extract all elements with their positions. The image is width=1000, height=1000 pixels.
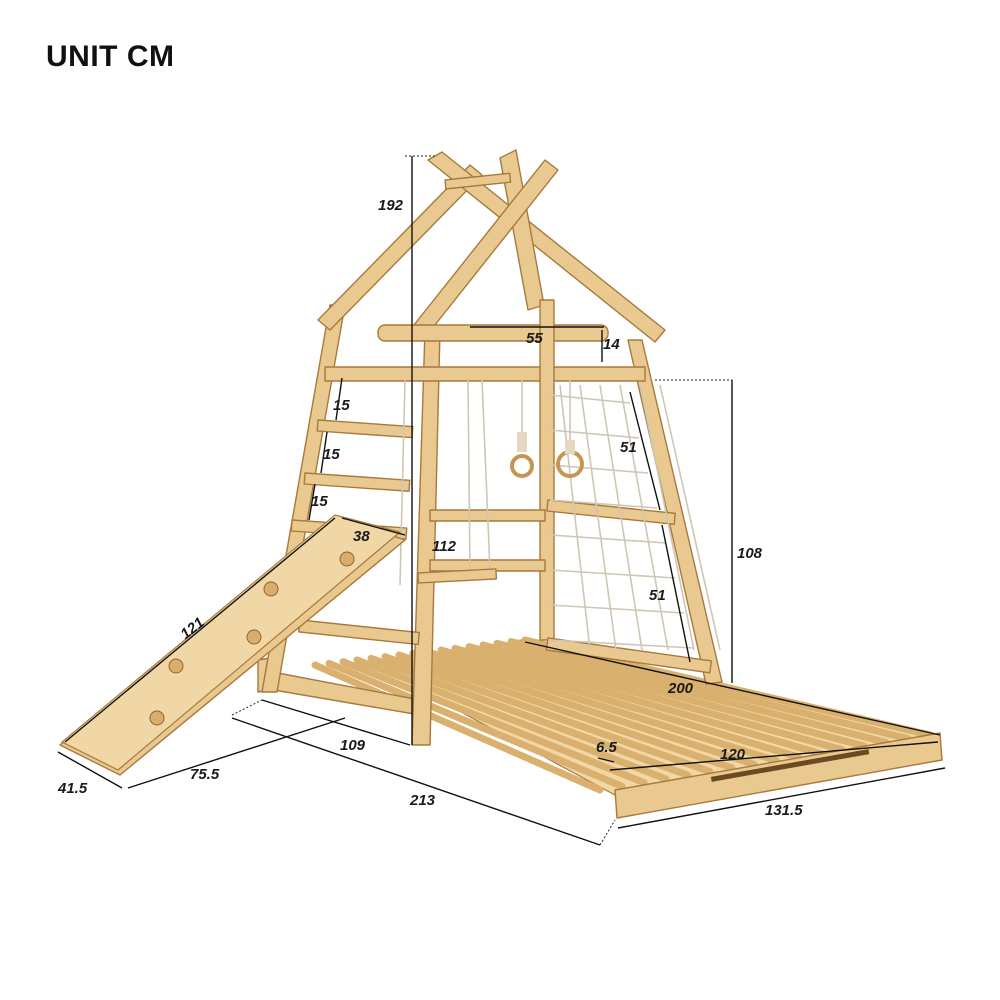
net-rope (549, 394, 631, 404)
floor-slat (381, 653, 714, 776)
dim-inner-height: 112 (432, 538, 457, 555)
net-rope (549, 534, 667, 544)
dim-total-length: 213 (409, 792, 436, 809)
dim-rung-spacing-2: 15 (323, 446, 340, 463)
climbing-slide (59, 514, 406, 776)
net-rope (619, 384, 669, 651)
net-rope (549, 604, 685, 614)
dim-slide-run: 75.5 (190, 766, 220, 783)
net-rope (659, 384, 721, 651)
net-rope (549, 499, 658, 509)
floor-slat (395, 651, 736, 772)
floor-slat (493, 639, 890, 746)
floor-slat (423, 648, 780, 765)
dim-rung-spacing-1: 15 (333, 397, 350, 414)
floor-slat (437, 646, 802, 761)
floor-slat (339, 658, 648, 787)
floor-ramp (311, 636, 943, 819)
front-a-frame (298, 149, 723, 746)
dim-bar-height: 14 (603, 336, 620, 353)
dimension-labels: 192 55 14 15 15 15 51 51 108 112 38 121 … (57, 197, 803, 819)
dim-base-width: 200 (667, 680, 694, 697)
floor-slat (465, 643, 846, 754)
net-rope (549, 429, 640, 439)
floor-slat (353, 656, 670, 783)
dimension-lines (57, 155, 946, 846)
unit-label: UNIT CM (46, 40, 175, 73)
net-rope (549, 569, 676, 579)
net-rope (549, 464, 649, 474)
dim-base-depth: 109 (340, 737, 366, 754)
dim-slide-base-width: 41.5 (57, 780, 88, 797)
dim-rung-spacing-3: 15 (311, 493, 328, 510)
dim-total-height: 192 (378, 197, 404, 214)
net-rope (559, 384, 591, 651)
net-rope (549, 639, 694, 649)
dim-slat-gap: 6.5 (596, 739, 618, 756)
climbing-net (549, 384, 721, 651)
dim-side-height: 108 (737, 545, 763, 562)
dim-slide-width: 38 (353, 528, 370, 545)
floor-slat (311, 661, 604, 794)
dim-ramp-total: 131.5 (765, 802, 803, 819)
dim-bar-length: 55 (526, 330, 543, 347)
dim-net-lower: 51 (649, 587, 666, 604)
net-rope (639, 384, 695, 651)
floor-slat (507, 638, 912, 743)
floor-slat (479, 641, 868, 750)
dim-ramp-length: 120 (720, 746, 746, 763)
swing-and-rings (399, 379, 584, 586)
floor-slat (451, 644, 824, 757)
net-rope (599, 384, 643, 651)
dim-net-upper: 51 (620, 439, 637, 456)
floor-slat (409, 649, 758, 768)
net-rope (579, 384, 617, 651)
floor-slat (325, 659, 626, 790)
